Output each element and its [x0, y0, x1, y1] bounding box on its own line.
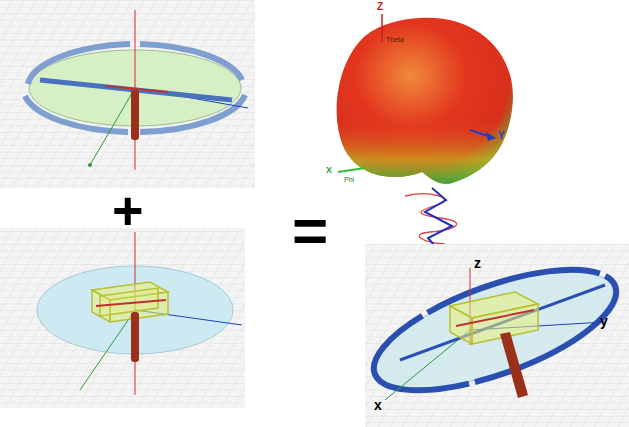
radiation-pattern	[337, 14, 513, 184]
angle-label: Phi	[344, 176, 354, 183]
dipole-antenna-panel	[0, 228, 245, 408]
axis-label: Y	[498, 131, 505, 141]
axis-label: x	[374, 398, 382, 412]
combined-antenna-panel	[360, 244, 629, 427]
axis-label: X	[326, 166, 332, 175]
angle-label: Theta	[386, 36, 404, 43]
wave-symbol	[405, 188, 457, 252]
axis-label: Z	[377, 2, 383, 12]
axis-label: z	[474, 256, 481, 270]
axis-label: y	[600, 314, 608, 328]
plus-sign: +	[112, 183, 144, 237]
equals-sign: =	[292, 200, 328, 262]
loop-antenna-panel	[0, 0, 255, 188]
